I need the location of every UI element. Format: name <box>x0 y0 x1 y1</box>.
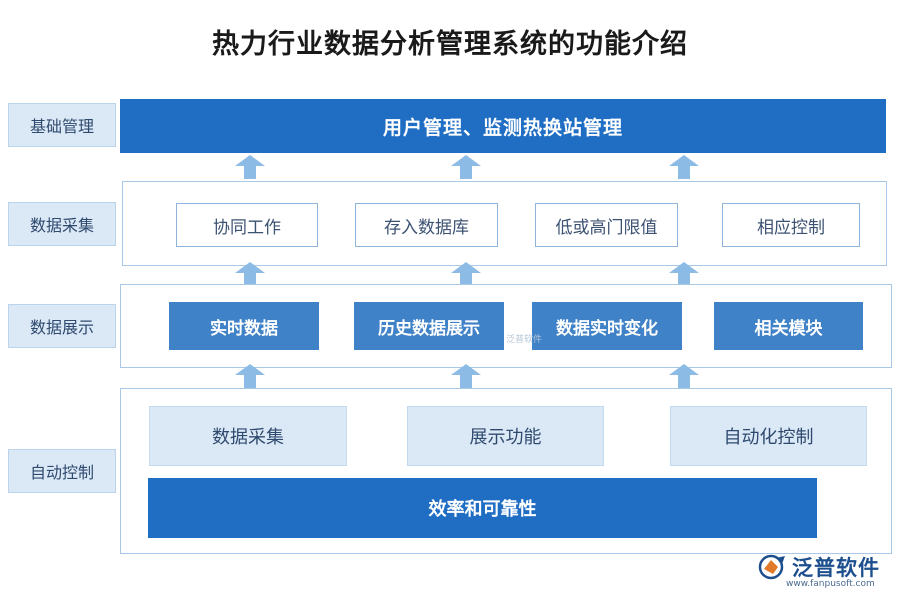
display-box-related-modules: 相关模块 <box>714 302 863 350</box>
up-arrow-icon <box>451 262 481 286</box>
up-arrow-icon <box>235 364 265 388</box>
watermark: 泛普软件 <box>506 335 543 345</box>
efficiency-reliability-bar: 效率和可靠性 <box>148 478 817 538</box>
collect-box-collaboration: 协同工作 <box>176 203 318 247</box>
collect-box-store-database: 存入数据库 <box>355 203 498 247</box>
display-box-realtime: 实时数据 <box>169 302 319 350</box>
fanpu-logo-icon <box>758 554 785 580</box>
auto-box-display-function: 展示功能 <box>407 406 604 466</box>
side-label-basic-management: 基础管理 <box>8 103 116 147</box>
up-arrow-icon <box>451 364 481 388</box>
up-arrow-icon <box>669 262 699 286</box>
basic-management-bar: 用户管理、监测热换站管理 <box>120 99 886 153</box>
side-label-data-display: 数据展示 <box>8 304 116 348</box>
logo-url: www.fanpusoft.com <box>786 579 875 589</box>
side-label-data-collection: 数据采集 <box>8 202 116 246</box>
page-title: 热力行业数据分析管理系统的功能介绍 <box>212 29 688 60</box>
auto-box-automation-control: 自动化控制 <box>670 406 867 466</box>
up-arrow-icon <box>669 155 699 179</box>
display-box-history: 历史数据展示 <box>354 302 504 350</box>
display-box-realtime-change: 数据实时变化 <box>532 302 682 350</box>
fanpu-logo: 泛普软件 www.fanpusoft.com <box>758 552 888 596</box>
collect-box-threshold: 低或高门限值 <box>535 203 678 247</box>
up-arrow-icon <box>669 364 699 388</box>
up-arrow-icon <box>235 155 265 179</box>
auto-box-data-collection: 数据采集 <box>149 406 347 466</box>
logo-name: 泛普软件 <box>792 555 880 580</box>
up-arrow-icon <box>451 155 481 179</box>
collect-box-response-control: 相应控制 <box>722 203 860 247</box>
up-arrow-icon <box>235 262 265 286</box>
side-label-auto-control: 自动控制 <box>8 449 116 493</box>
